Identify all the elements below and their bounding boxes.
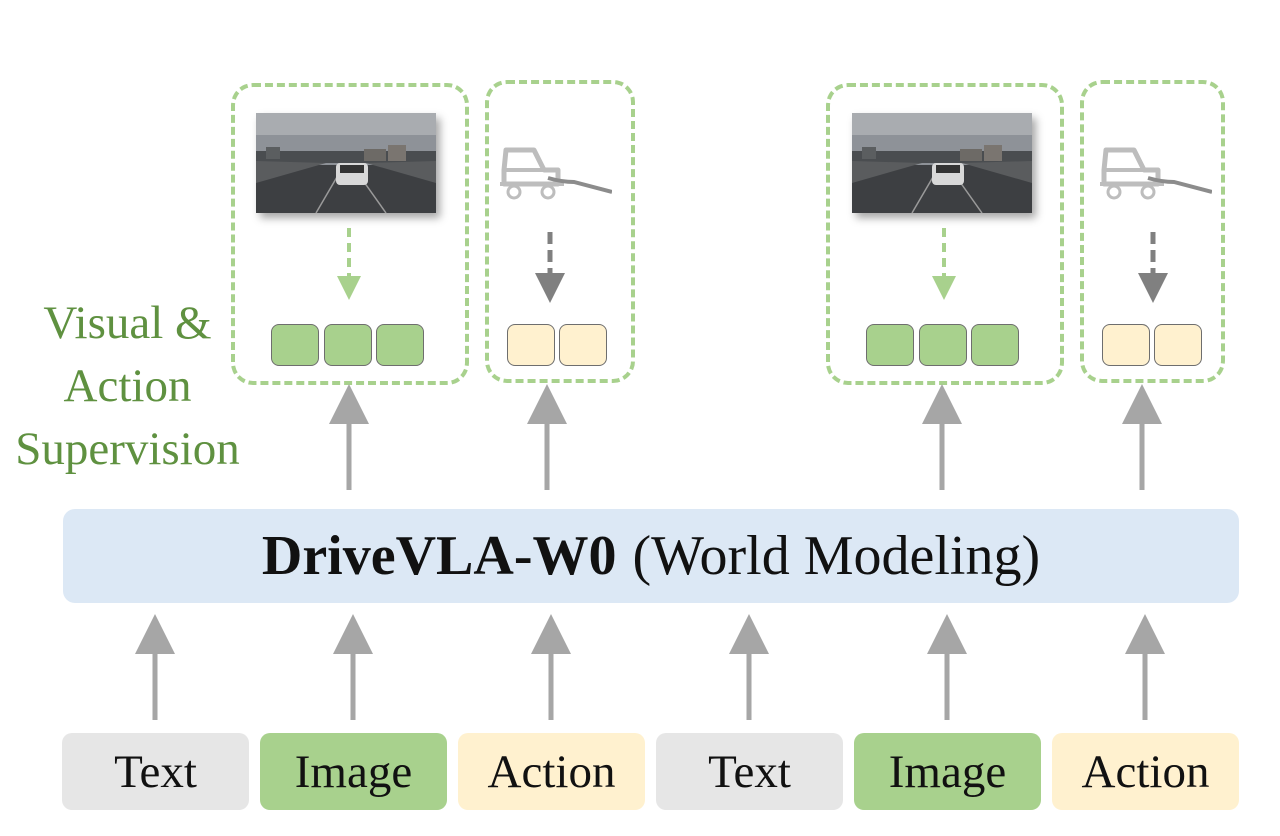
- supervision-label: Visual & Action Supervision: [0, 292, 255, 481]
- car-trajectory-icon: [500, 140, 612, 202]
- road-scene-photo-icon: [256, 113, 436, 213]
- car-trajectory-icon: [1100, 140, 1212, 202]
- action-token: [507, 324, 555, 366]
- road-scene-photo-icon: [852, 113, 1032, 213]
- model-subtitle: (World Modeling): [632, 525, 1041, 587]
- image-token: [971, 324, 1019, 366]
- input-token-action: Action: [1052, 733, 1239, 810]
- model-bar: DriveVLA-W0 (World Modeling): [63, 509, 1239, 603]
- action-token: [1102, 324, 1150, 366]
- input-token-text: Text: [656, 733, 843, 810]
- action-supervision-box-2: [1080, 80, 1225, 383]
- image-token: [376, 324, 424, 366]
- image-token: [919, 324, 967, 366]
- image-token: [271, 324, 319, 366]
- supervision-label-line-1: Visual &: [43, 297, 212, 349]
- input-token-image: Image: [854, 733, 1041, 810]
- visual-supervision-box-1: [231, 83, 469, 385]
- action-supervision-box-1: [485, 80, 635, 383]
- input-token-action: Action: [458, 733, 645, 810]
- visual-supervision-box-2: [826, 83, 1064, 385]
- supervision-label-line-3: Supervision: [15, 423, 240, 475]
- action-token: [559, 324, 607, 366]
- supervision-label-line-2: Action: [63, 360, 192, 412]
- action-token: [1154, 324, 1202, 366]
- image-token: [866, 324, 914, 366]
- model-name: DriveVLA-W0: [261, 525, 617, 587]
- input-token-image: Image: [260, 733, 447, 810]
- input-token-text: Text: [62, 733, 249, 810]
- image-token: [324, 324, 372, 366]
